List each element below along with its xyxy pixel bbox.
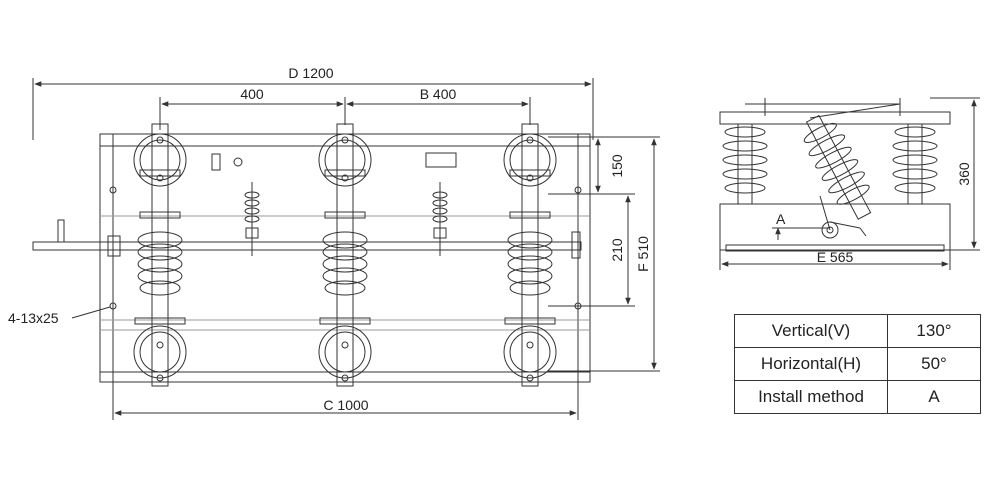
side-insulator-left	[722, 123, 768, 205]
table-cell-value: 50°	[887, 347, 981, 381]
side-insulator-tilted	[803, 114, 872, 220]
side-insulator-right	[892, 123, 938, 205]
side-dimensions	[721, 99, 977, 267]
front-view	[32, 78, 594, 420]
dim-label-c: C 1000	[323, 397, 368, 413]
dim-label-d: D 1200	[288, 65, 333, 81]
dim-label-150: 150	[609, 154, 625, 178]
side-base	[719, 203, 951, 251]
mounting-hole	[109, 302, 117, 310]
small-insulator-right	[432, 182, 448, 256]
table-cell-value: A	[887, 380, 981, 414]
table-row: Horizontal(H) 50°	[734, 347, 981, 381]
nameplate	[425, 152, 457, 168]
mounting-hole	[574, 186, 582, 194]
dim-label-f: F 510	[635, 236, 651, 272]
dim-label-400: 400	[240, 86, 264, 102]
operating-shaft	[32, 241, 582, 251]
dim-label-e: E 565	[817, 249, 854, 265]
pole-middle	[318, 123, 372, 387]
pole-left	[133, 123, 187, 387]
indicator-knob	[233, 157, 243, 167]
table-row: Vertical(V) 130°	[734, 314, 981, 348]
marker-label-a: A	[776, 211, 786, 227]
spec-table: Vertical(V) 130° Horizontal(H) 50° Insta…	[734, 314, 981, 414]
table-row: Install method A	[734, 380, 981, 414]
dim-label-360: 360	[956, 162, 972, 186]
indicator-plate	[211, 153, 221, 171]
table-cell-label: Horizontal(H)	[734, 347, 888, 381]
side-view	[719, 97, 980, 270]
pole-right	[503, 123, 557, 387]
hole-note: 4-13x25	[8, 310, 59, 326]
mounting-hole	[109, 186, 117, 194]
table-cell-value: 130°	[887, 314, 981, 348]
front-dimensions	[34, 81, 660, 416]
dim-label-210: 210	[609, 238, 625, 262]
table-cell-label: Install method	[734, 380, 888, 414]
small-insulator-left	[244, 182, 260, 256]
table-cell-label: Vertical(V)	[734, 314, 888, 348]
dim-label-b: B 400	[420, 86, 457, 102]
